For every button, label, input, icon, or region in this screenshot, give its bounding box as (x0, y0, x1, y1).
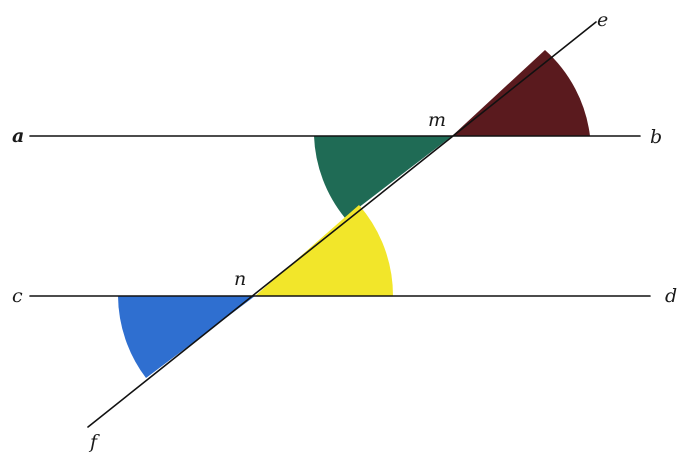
label-m: m (428, 109, 446, 131)
angle-lower-right (255, 205, 394, 296)
label-c: c (12, 285, 23, 307)
angle-upper-right (452, 50, 590, 136)
label-e: e (597, 9, 608, 31)
label-d: d (665, 285, 677, 307)
angle-upper-left (314, 136, 452, 218)
label-n: n (234, 268, 246, 290)
transversal-ef (87, 21, 597, 428)
label-f: f (88, 431, 100, 453)
label-b: b (650, 126, 662, 148)
label-a: a (12, 125, 24, 147)
angle-lower-left (118, 296, 255, 378)
